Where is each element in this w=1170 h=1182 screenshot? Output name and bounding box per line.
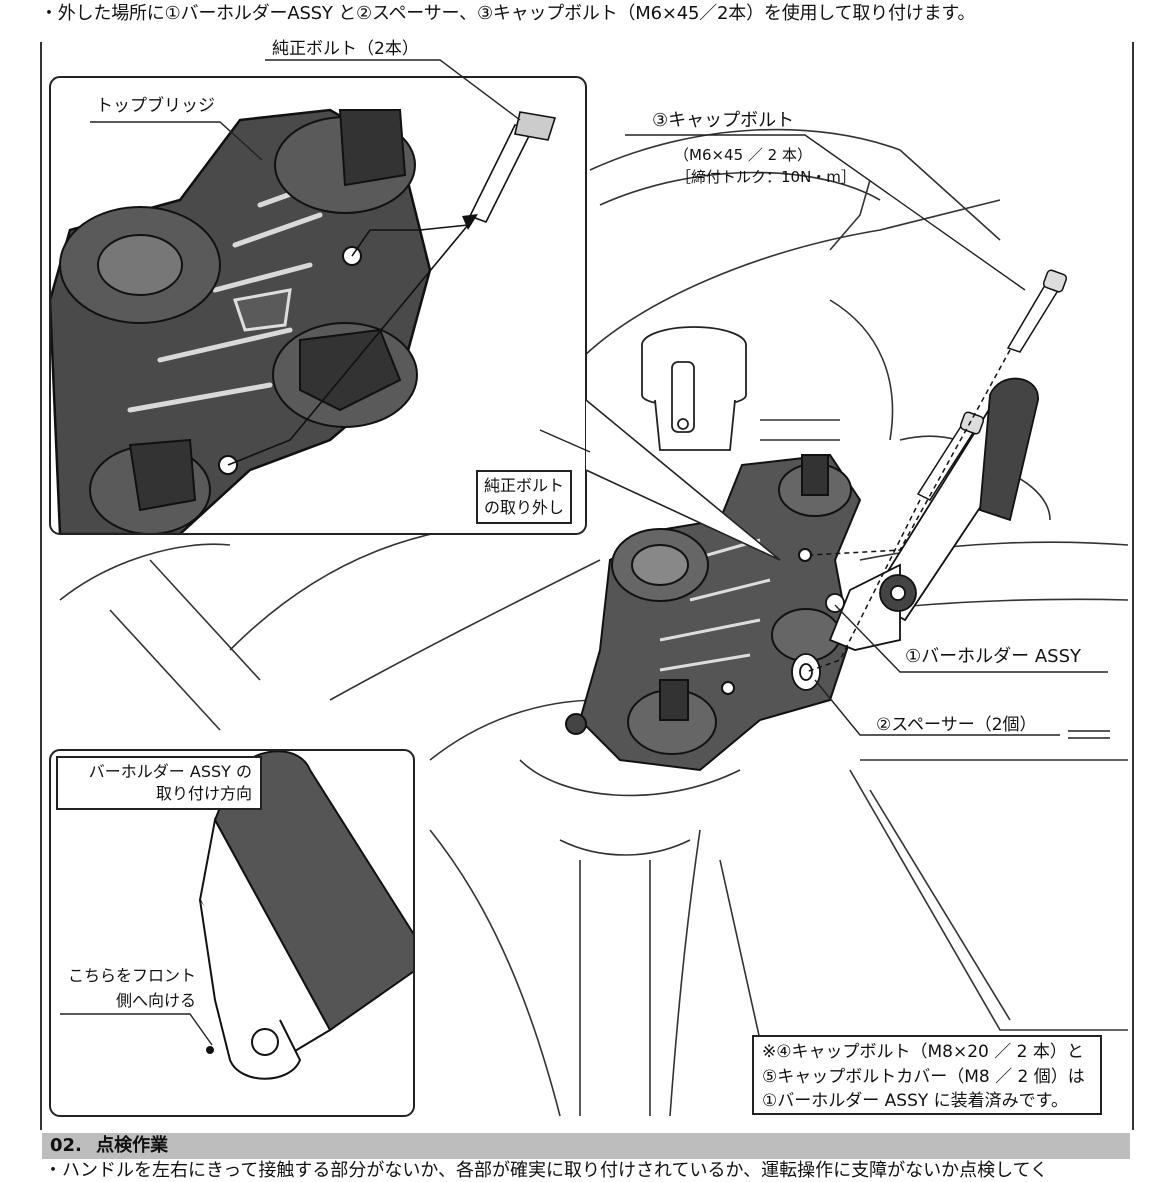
spacer-label: ②スペーサー（2個） <box>876 715 1037 735</box>
main-top-bridge <box>565 453 862 772</box>
section-title: 点検作業 <box>96 1135 169 1156</box>
front-line-2: 側へ向ける <box>115 991 196 1010</box>
note-line-2: ⑤キャップボルトカバー（M8 ／ 2 個）は <box>762 1066 1085 1087</box>
front-line-1: こちらをフロント <box>67 966 196 985</box>
cap-bolts <box>916 269 1068 501</box>
top-bridge-closeup <box>50 77 586 534</box>
cap-bolt-torque-label: ［締付トルク：10N・m］ <box>676 168 856 186</box>
removal-line-1: 純正ボルト <box>484 476 565 495</box>
spacer <box>791 653 821 691</box>
cap-bolt-spec-label: （M6×45 ／ 2 本） <box>674 146 812 164</box>
oem-bolt <box>468 111 557 224</box>
removal-line-2: の取り外し <box>484 498 565 517</box>
oem-bolt-label: 純正ボルト（2本） <box>272 39 419 59</box>
front-direction-label: こちらをフロント 側へ向ける <box>60 963 196 1013</box>
illustration-frame <box>40 42 1134 1130</box>
cap-bolt-label: ③キャップボルト <box>652 110 795 131</box>
direction-closeup-border <box>49 749 415 1117</box>
inspection-text: ・ハンドルを左右にきって接触する部分がないか、各部が確実に取り付けされているか、… <box>44 1160 1049 1181</box>
direction-line-2: 取り付け方向 <box>155 784 252 803</box>
bar-holder-label: ①バーホルダー ASSY <box>905 646 1082 667</box>
top-bridge-label: トップブリッジ <box>96 96 215 116</box>
oem-bolt-removal-box: 純正ボルト の取り外し <box>476 470 573 524</box>
callout-wedge <box>585 399 781 561</box>
direction-line-1: バーホルダー ASSY の <box>88 762 252 781</box>
oem-bolt-arrow <box>462 214 478 230</box>
direction-closeup <box>50 750 414 1116</box>
instruction-text: ・外した場所に①バーホルダーASSY と②スペーサー、③キャップボルト（M6×4… <box>40 3 976 24</box>
brake-reservoir <box>641 326 747 451</box>
section-header-inspection: 02. 点検作業 <box>42 1133 1130 1159</box>
preinstalled-note-box: ※④キャップボルト（M8×20 ／ 2 本）と ⑤キャップボルトカバー（M8 ／… <box>752 1035 1102 1115</box>
note-line-1: ※④キャップボルト（M8×20 ／ 2 本）と <box>762 1042 1084 1062</box>
note-line-3: ①バーホルダー ASSY に装着済みです。 <box>762 1091 1068 1111</box>
leader-lines <box>60 59 1110 1046</box>
section-number: 02. <box>50 1135 82 1156</box>
bar-holder-assy <box>825 377 1039 651</box>
alignment-dashes <box>805 349 1011 673</box>
mounting-direction-box: バーホルダー ASSY の 取り付け方向 <box>56 756 262 810</box>
top-bridge-closeup-border <box>49 76 587 535</box>
